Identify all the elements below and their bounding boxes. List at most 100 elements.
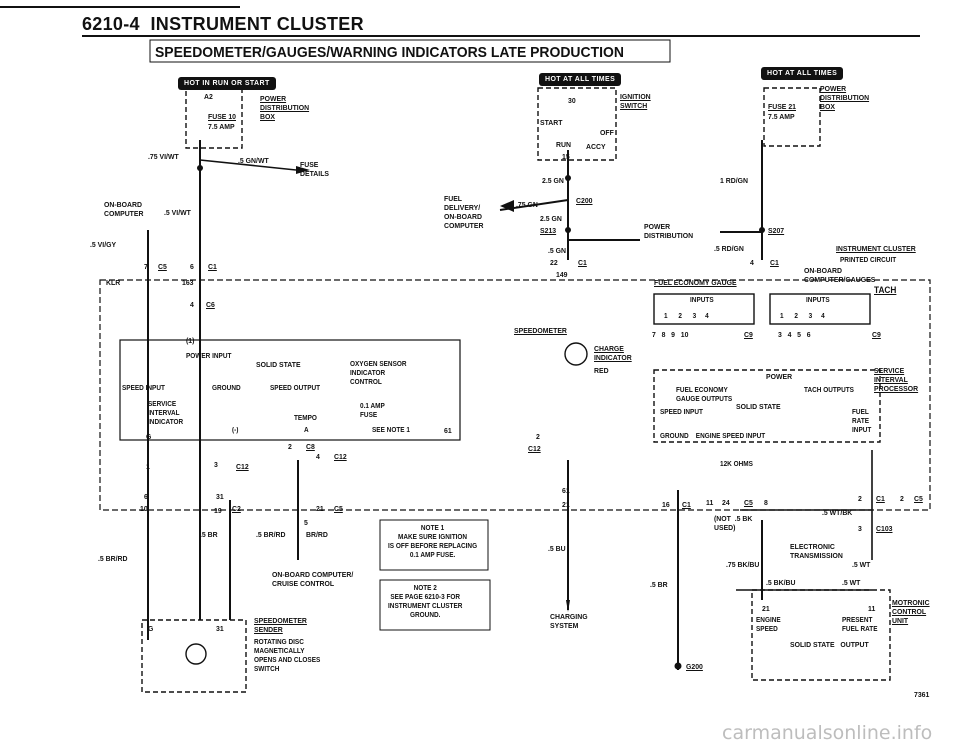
label-service-interval-processor: SERVICE INTERVAL PROCESSOR — [874, 366, 919, 393]
label-fuse10: FUSE 10 — [208, 112, 237, 121]
label-engine-speed: ENGINE SPEED — [756, 617, 781, 633]
label-pin4-c12: 4 — [316, 452, 320, 461]
label-power-right: POWER — [766, 372, 793, 381]
label-fuel-economy-outputs: FUEL ECONOMY GAUGE OUTPUTS — [676, 387, 733, 403]
label-fuse-details: FUSE DETAILS — [300, 160, 330, 178]
label-pin149: 149 — [556, 270, 568, 279]
label-pin163: 163 — [182, 278, 194, 287]
label-pin21-c5: 21 — [316, 504, 324, 513]
label-fuel-rate-input: FUEL RATE INPUT — [852, 409, 872, 434]
label-wire-5br: .5 BR — [200, 530, 218, 539]
label-c12a: C12 — [334, 452, 347, 461]
label-pin21b: 21 — [562, 500, 570, 509]
watermark: carmanualsonline.info — [722, 722, 933, 744]
label-pin5: 5 — [304, 518, 308, 527]
label-pin1: 1 — [146, 462, 150, 471]
diagram-subtitle: SPEEDOMETER/GAUGES/WARNING INDICATORS LA… — [155, 44, 624, 61]
label-speed-output: SPEED OUTPUT — [270, 385, 321, 392]
label-onboard-computer-gauges: ON-BOARD COMPUTER/GAUGES — [804, 266, 876, 284]
label-pin11: (1) — [186, 336, 195, 345]
label-pin31b: 31 — [216, 624, 224, 633]
label-oxygen-sensor: OXYGEN SENSOR INDICATOR CONTROL — [350, 361, 407, 386]
label-c12b: C12 — [236, 462, 249, 471]
label-fuel-delivery: FUEL DELIVERY/ ON-BOARD COMPUTER — [444, 194, 484, 230]
label-power-distribution: POWER DISTRIBUTION — [644, 222, 694, 240]
label-charge-indicator: CHARGE INDICATOR — [594, 344, 632, 362]
label-pin61-mid: 61 — [444, 426, 452, 435]
label-speed-input-left: SPEED INPUT — [122, 385, 165, 392]
label-fuse21-rating: 7.5 AMP — [768, 112, 795, 121]
label-see-note1: SEE NOTE 1 — [372, 427, 410, 434]
label-c9b: C9 — [872, 330, 881, 339]
label-run: RUN — [556, 140, 571, 149]
label-power-input: POWER INPUT — [186, 353, 232, 360]
label-wire-5bk-bu: .5 BK/BU — [766, 578, 796, 587]
label-wire-5wt-b: .5 WT — [842, 578, 861, 587]
label-wire-5wt: .5 WT — [852, 560, 871, 569]
label-printed-circuit: PRINTED CIRCUIT — [840, 257, 897, 264]
label-wire-75gn: .75 GN — [516, 200, 538, 209]
label-c1-right: C1 — [770, 258, 779, 267]
label-pin21c: 21 — [762, 604, 770, 613]
label-inputs-pins-a: 1 2 3 4 — [664, 313, 709, 320]
label-motronic-control: MOTRONIC CONTROL UNIT — [892, 598, 930, 625]
label-pin61b: 61 — [562, 486, 570, 495]
label-solid-state-left: SOLID STATE — [256, 360, 301, 369]
label-wire-5vi-wt: .5 VI/WT — [164, 208, 191, 217]
label-pin2-c1: 2 — [858, 494, 862, 503]
label-s213: S213 — [540, 226, 557, 235]
label-wire-5br-rd-mid: .5 BR/RD — [256, 530, 286, 539]
label-red: RED — [594, 366, 609, 375]
label-fuse21: FUSE 21 — [768, 102, 797, 111]
label-pin-g: G — [146, 432, 152, 441]
label-c1-mid: C1 — [578, 258, 587, 267]
label-pin2-c12: 2 — [536, 432, 540, 441]
label-speed-input-right: SPEED INPUT — [660, 409, 703, 416]
label-c8: C8 — [306, 442, 315, 451]
label-ground-left: GROUND — [212, 385, 241, 392]
label-fuse10-rating: 7.5 AMP — [208, 122, 235, 131]
label-wire-5gn-wt: .5 GN/WT — [238, 156, 269, 165]
label-pin4-c1: 4 — [750, 258, 754, 267]
power-badge-all-times-right: HOT AT ALL TIMES — [761, 67, 844, 80]
label-pin6b: 6 — [144, 492, 148, 501]
label-c1-left: C1 — [208, 262, 217, 271]
label-electronic-transmission: ELECTRONIC TRANSMISSION — [790, 542, 843, 560]
label-a2: A2 — [204, 92, 213, 101]
label-wire-5br-b: .5 BR — [650, 580, 668, 589]
label-ground-engine: GROUND ENGINE SPEED INPUT — [660, 433, 766, 440]
label-wire-25gn-b: 2.5 GN — [540, 214, 562, 223]
label-onboard-computer-left: ON-BOARD COMPUTER — [104, 200, 144, 218]
label-c12c: C12 — [528, 444, 541, 453]
label-12k-ohms: 12K OHMS — [720, 461, 753, 468]
label-off: OFF — [600, 128, 614, 137]
label-sender-desc: ROTATING DISC MAGNETICALLY OPENS AND CLO… — [254, 639, 321, 673]
label-tach-outputs: TACH OUTPUTS — [804, 387, 854, 394]
label-charging-system: CHARGING SYSTEM — [550, 612, 588, 630]
label-speedometer-sender: SPEEDOMETER SENDER — [254, 616, 307, 634]
page-title: 6210-4 INSTRUMENT CLUSTER — [82, 14, 364, 35]
label-c200: C200 — [576, 196, 593, 205]
label-pin31: 31 — [216, 492, 224, 501]
label-pin-g2: G — [148, 624, 154, 633]
label-tach: TACH — [874, 285, 897, 295]
label-pin10: 10 — [140, 504, 148, 513]
label-pin3-c103: 3 — [858, 524, 862, 533]
note-1: NOTE 1 MAKE SURE IGNITION IS OFF BEFORE … — [388, 525, 478, 559]
label-present-fuel-rate: PRESENT FUEL RATE — [842, 617, 878, 633]
label-wire-25gn: 2.5 GN — [542, 176, 564, 185]
section-title: INSTRUMENT CLUSTER — [150, 14, 364, 34]
label-c6: C6 — [206, 300, 215, 309]
label-pins-c9b: 3 4 5 6 — [778, 330, 811, 339]
label-wire-5rd-gn: .5 RD/GN — [714, 244, 744, 253]
label-c5-left: C5 — [158, 262, 167, 271]
label-pin8: 8 — [764, 498, 768, 507]
label-c103: C103 — [876, 524, 893, 533]
label-s207: S207 — [768, 226, 785, 235]
label-pdb-right: POWER DISTRIBUTION BOX — [820, 84, 870, 111]
note-2: NOTE 2 SEE PAGE 6210-3 FOR INSTRUMENT CL… — [388, 585, 463, 619]
label-wire-75vi-wt: .75 VI/WT — [148, 152, 179, 161]
label-pin24: 24 — [722, 498, 730, 507]
page-number: 6210-4 — [82, 14, 140, 34]
